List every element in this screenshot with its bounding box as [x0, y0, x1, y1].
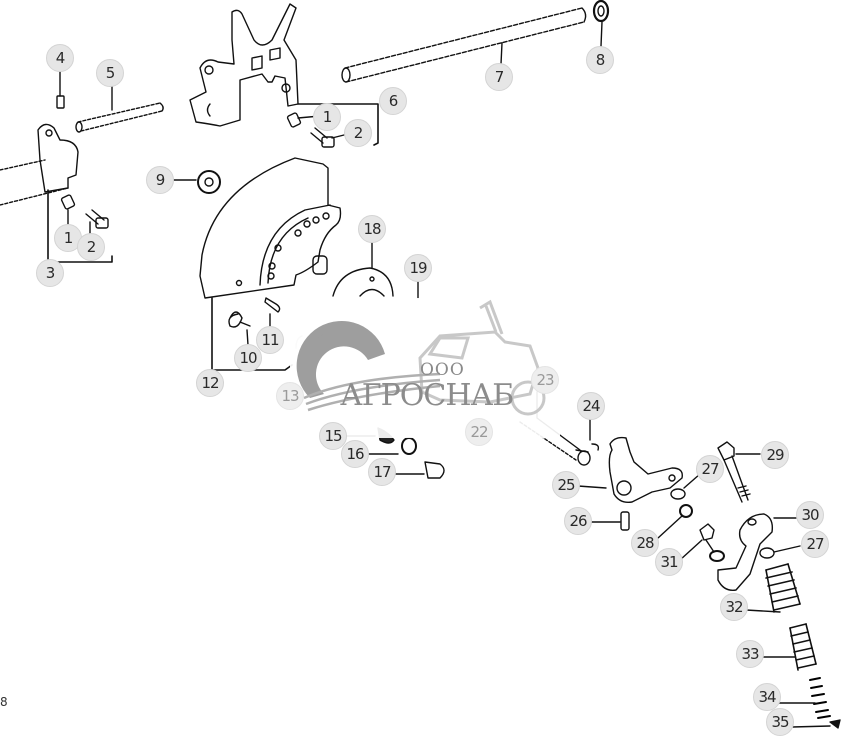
watermark-prefix: ООО [420, 360, 465, 380]
nut-icon [679, 504, 693, 518]
cotter-pin-icon [264, 297, 281, 313]
callout-27-lower[interactable]: 27 [801, 530, 829, 558]
callout-27-upper[interactable]: 27 [696, 455, 724, 483]
bushing-icon [401, 437, 417, 455]
callout-22[interactable]: 22 [465, 418, 493, 446]
callout-12[interactable]: 12 [196, 369, 224, 397]
callout-7[interactable]: 7 [485, 63, 513, 91]
swoosh-icon [303, 372, 441, 412]
callout-4[interactable]: 4 [46, 44, 74, 72]
callout-17[interactable]: 17 [368, 458, 396, 486]
callout-33[interactable]: 33 [736, 640, 764, 668]
callout-26[interactable]: 26 [564, 507, 592, 535]
callout-18[interactable]: 18 [358, 215, 386, 243]
callout-16[interactable]: 16 [341, 440, 369, 468]
callout-6[interactable]: 6 [379, 87, 407, 115]
pin-icon [60, 194, 76, 210]
callout-32[interactable]: 32 [720, 593, 748, 621]
callout-8[interactable]: 8 [586, 46, 614, 74]
combine-harvester-icon [418, 299, 546, 416]
washer-icon [670, 488, 686, 500]
washer-icon [592, 0, 610, 23]
callout-24[interactable]: 24 [577, 392, 605, 420]
long-rod-icon [344, 7, 585, 83]
bolt-icon [699, 523, 715, 541]
watermark-logo [296, 299, 546, 416]
callout-2-upper[interactable]: 2 [344, 119, 372, 147]
watermark-background [290, 298, 560, 438]
bolt-icon [85, 209, 105, 225]
callout-30[interactable]: 30 [796, 501, 824, 529]
gear-icon [296, 320, 385, 398]
pin-icon [286, 112, 302, 128]
callout-13[interactable]: 13 [276, 382, 304, 410]
washer-icon [759, 547, 775, 559]
callout-3[interactable]: 3 [36, 259, 64, 287]
shift-fork-icon [189, 3, 299, 127]
clip-icon [591, 443, 600, 451]
callout-11[interactable]: 11 [256, 326, 284, 354]
spring-icon [789, 623, 817, 671]
bolt-icon [717, 441, 735, 461]
callout-5[interactable]: 5 [96, 59, 124, 87]
grease-fitting-icon [620, 511, 630, 531]
callout-23[interactable]: 23 [531, 366, 559, 394]
lever-icon [608, 436, 683, 504]
shift-shaft-icon [0, 123, 79, 206]
callout-25[interactable]: 25 [552, 471, 580, 499]
callout-29[interactable]: 29 [761, 441, 789, 469]
rod-icon [77, 102, 163, 132]
callout-10[interactable]: 10 [234, 344, 262, 372]
callout-35[interactable]: 35 [766, 708, 794, 736]
spring-icon [809, 677, 831, 719]
callout-28[interactable]: 28 [631, 529, 659, 557]
torsion-spring-icon [228, 311, 251, 328]
callout-19[interactable]: 19 [404, 254, 432, 282]
nut-icon [197, 170, 221, 194]
shaft-end-icon [577, 450, 591, 466]
callout-9[interactable]: 9 [146, 166, 174, 194]
callout-31[interactable]: 31 [655, 548, 683, 576]
nut-icon [709, 550, 725, 562]
watermark-company-name: АГРОСНАБ [340, 378, 514, 413]
callout-2-lower[interactable]: 2 [77, 233, 105, 261]
figure-number: 8 [0, 695, 8, 709]
adjusting-arm-icon [717, 513, 774, 591]
grease-fitting-icon [56, 95, 65, 109]
disc-icon [332, 267, 394, 297]
spring-icon [765, 563, 801, 613]
callout-34[interactable]: 34 [753, 683, 781, 711]
callout-1-upper[interactable]: 1 [313, 103, 341, 131]
sector-plate-icon [199, 157, 342, 299]
plug-icon [424, 461, 445, 479]
